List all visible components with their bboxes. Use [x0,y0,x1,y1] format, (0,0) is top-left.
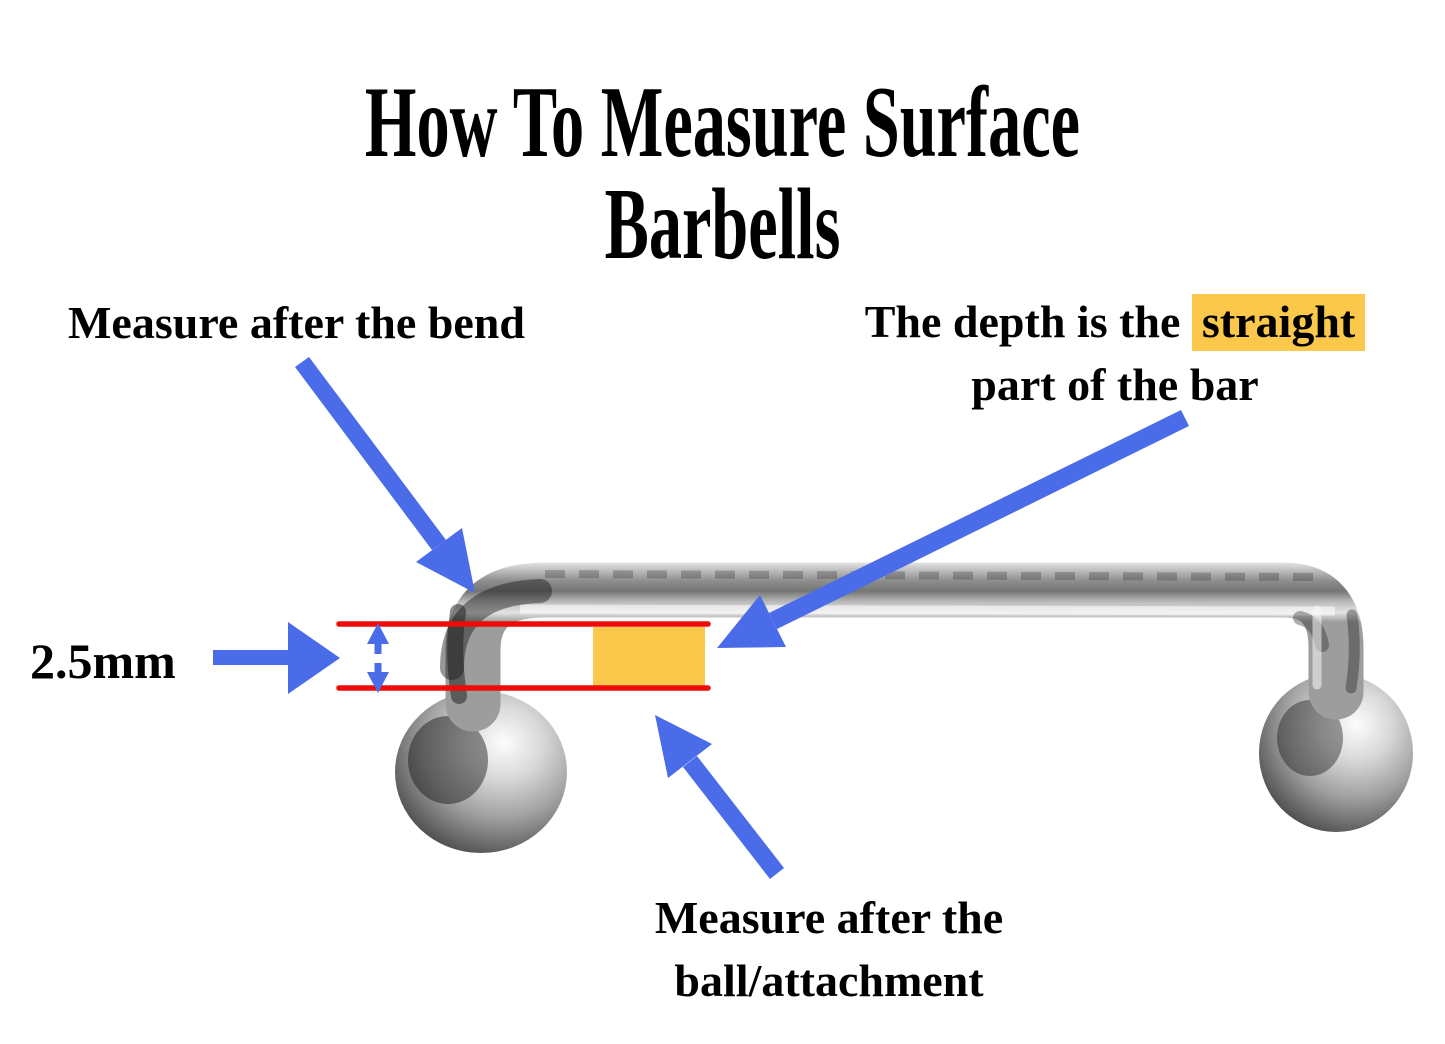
page-title: How To Measure Surface Barbells [0,72,1445,276]
label-depth: The depth is the straight part of the ba… [850,290,1380,417]
size-arrow [213,622,340,694]
ball-arrow-shaft [683,756,784,879]
barbell-right-ball [1259,674,1413,832]
label-measure-after-ball: Measure after the ball/attachment [598,886,1060,1013]
barbell-left-ball-shadow [408,716,488,804]
label-ball-line1: Measure after the [654,892,1004,943]
barbell-tube-texture-light [519,604,1336,616]
label-measure-after-bend: Measure after the bend [68,297,525,348]
dimension-arrow-up-head [367,623,389,644]
size-arrow-head [288,622,340,694]
barbell-tube-texture-dark [544,570,1321,581]
ball-arrow-head [655,715,712,778]
barbell-left-ball [395,691,567,853]
straight-part-highlight-rect [593,627,705,686]
depth-arrow-head [717,595,786,648]
label-depth-line2: part of the bar [971,359,1259,411]
barbell-right-post-shading [1345,609,1360,694]
label-depth-highlight: straight [1191,294,1366,351]
measure-lines [336,621,711,691]
page-title-text: How To Measure Surface Barbells [364,66,1081,281]
label-ball-line2: ball/attachment [674,955,984,1007]
barbell-right-ball-shadow [1277,700,1343,776]
label-size-value: 2.5mm [30,633,176,689]
dimension-arrow-down-head [367,672,389,693]
depth-arrow-shaft [769,410,1189,629]
bend-arrow-shaft [295,357,446,550]
dimension-arrow [367,623,389,693]
bend-arrow-head [416,528,475,593]
bend-arrow [295,357,475,593]
depth-arrow [717,410,1189,648]
barbell-image [395,562,1413,853]
ball-arrow [655,715,784,879]
label-depth-prefix: The depth is the [864,296,1192,347]
size-arrow-shaft [213,650,289,665]
